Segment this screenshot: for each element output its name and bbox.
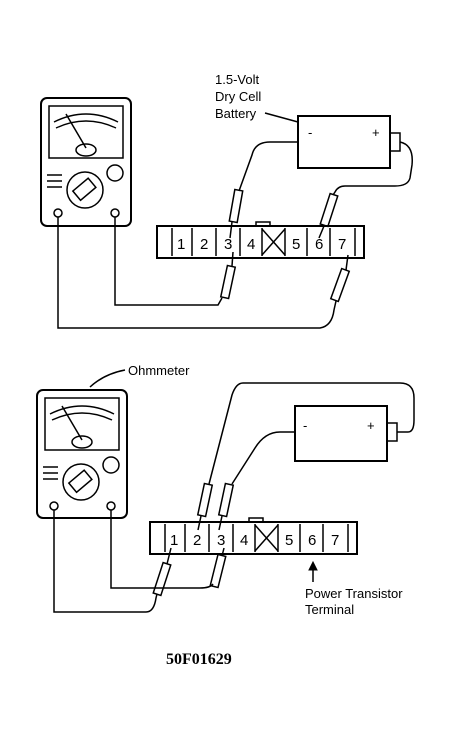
battery-plus-bottom: + xyxy=(367,418,375,433)
wires-top xyxy=(57,141,413,329)
probes-top xyxy=(219,188,351,303)
ohmmeter-label: Ohmmeter xyxy=(128,363,190,378)
terminal-top-7: 7 xyxy=(338,236,346,253)
terminal-label-arrow xyxy=(308,560,318,582)
ohmmeter-top xyxy=(40,97,132,227)
terminal-top-6: 6 xyxy=(315,236,323,253)
terminal-top-5: 5 xyxy=(292,236,300,253)
bottom-diagram: Ohmmeter - + xyxy=(36,363,415,668)
terminal-bottom-5: 5 xyxy=(285,532,293,549)
terminal-bottom-4: 4 xyxy=(240,532,248,549)
battery-plus-top: + xyxy=(372,125,380,140)
terminal-top-1: 1 xyxy=(177,236,185,253)
battery-minus-bottom: - xyxy=(303,418,307,433)
terminal-top-4: 4 xyxy=(247,236,255,253)
battery-label-line2: Dry Cell xyxy=(215,89,261,104)
figure-code: 50F01629 xyxy=(166,651,232,668)
terminal-block-top: 1 2 3 4 5 6 7 xyxy=(156,221,365,259)
battery-top: - + xyxy=(297,115,401,169)
terminal-bottom-2: 2 xyxy=(193,532,201,549)
terminal-bottom-6: 6 xyxy=(308,532,316,549)
terminal-label-line2: Terminal xyxy=(305,602,354,617)
ohmmeter-bottom xyxy=(36,389,128,519)
terminal-label-line1: Power Transistor xyxy=(305,586,403,601)
terminal-top-2: 2 xyxy=(200,236,208,253)
battery-bottom: - + xyxy=(294,405,398,462)
terminal-block-bottom: 1 2 3 4 5 6 7 xyxy=(149,517,358,555)
terminal-bottom-3: 3 xyxy=(217,532,225,549)
battery-label-leader xyxy=(264,112,299,123)
terminal-top-3: 3 xyxy=(224,236,232,253)
top-diagram: - + 1.5-Volt Dry Cell Battery 1 2 3 4 xyxy=(40,72,413,329)
battery-label-line1: 1.5-Volt xyxy=(215,72,259,87)
terminal-bottom-1: 1 xyxy=(170,532,178,549)
battery-minus-top: - xyxy=(308,125,312,140)
wires-bottom xyxy=(53,382,415,613)
terminal-bottom-7: 7 xyxy=(331,532,339,549)
battery-label-line3: Battery xyxy=(215,106,257,121)
ohmmeter-leader xyxy=(89,369,126,388)
